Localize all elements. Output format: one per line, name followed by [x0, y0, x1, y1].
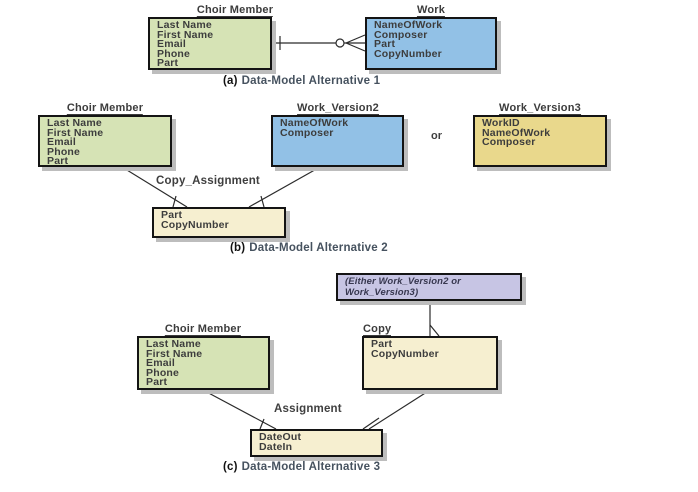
entity-title-choir-member-c: Choir Member [164, 323, 242, 336]
entity-attributes: NameOfWork Composer [280, 117, 349, 139]
relationship-line-c-right [362, 389, 431, 430]
caption-c-text: Data-Model Alternative 3 [241, 461, 381, 473]
relationship-line-c-left [202, 389, 277, 430]
entity-choir-member-a: Last Name First Name Email Phone Part [148, 17, 272, 70]
entity-attributes: DateOut DateIn [259, 431, 302, 453]
entity-title-work-version3: Work_Version3 [499, 102, 581, 115]
caption-c: (c)Data-Model Alternative 3 [223, 461, 380, 473]
caption-b-text: Data-Model Alternative 2 [249, 242, 388, 254]
entity-choir-member-b: Last Name First Name Email Phone Part [38, 115, 172, 167]
entity-attributes: Last Name First Name Email Phone Part [157, 19, 214, 70]
entity-title-work-a: Work [416, 4, 446, 17]
note-box-either-work-version: (Either Work_Version2 or Work_Version3) [336, 273, 522, 301]
entity-copy: Part CopyNumber [362, 336, 498, 390]
entity-choir-member-c: Last Name First Name Email Phone Part [137, 336, 270, 390]
entity-title-work-version2: Work_Version2 [297, 102, 379, 115]
entity-work-a: NameOfWork Composer Part CopyNumber [365, 17, 497, 70]
relationship-line-b-right [248, 166, 321, 208]
entity-attributes: NameOfWork Composer Part CopyNumber [374, 19, 443, 60]
caption-c-label: (c) [223, 461, 238, 473]
note-text: (Either Work_Version2 or Work_Version3) [345, 276, 461, 298]
caption-a: (a)Data-Model Alternative 1 [223, 75, 380, 87]
note-connector-line-c [429, 300, 440, 337]
relationship-line-a [272, 34, 366, 52]
entity-attributes: Part CopyNumber [161, 209, 229, 231]
entity-title-choir-member-b: Choir Member [66, 102, 144, 115]
entity-copy-assignment-b: Part CopyNumber [152, 207, 286, 238]
caption-a-text: Data-Model Alternative 1 [241, 75, 381, 87]
relationship-line-b-left [121, 166, 188, 208]
entity-attributes: WorkID NameOfWork Composer [482, 117, 551, 149]
entity-title-choir-member-a: Choir Member [196, 4, 274, 17]
relationship-label-copy-assignment: Copy_Assignment [156, 175, 260, 187]
entity-attributes: Last Name First Name Email Phone Part [146, 338, 203, 389]
entity-work-version2: NameOfWork Composer [271, 115, 404, 167]
entity-work-version3: WorkID NameOfWork Composer [473, 115, 607, 167]
entity-assignment-c: DateOut DateIn [250, 429, 383, 457]
or-label: or [431, 130, 442, 142]
caption-b-label: (b) [230, 242, 246, 254]
entity-attributes: Part CopyNumber [371, 338, 439, 360]
relationship-label-assignment: Assignment [274, 403, 342, 415]
entity-attributes: Last Name First Name Email Phone Part [47, 117, 104, 167]
entity-title-copy: Copy [363, 323, 392, 336]
caption-b: (b)Data-Model Alternative 2 [230, 242, 388, 254]
caption-a-label: (a) [223, 75, 238, 87]
